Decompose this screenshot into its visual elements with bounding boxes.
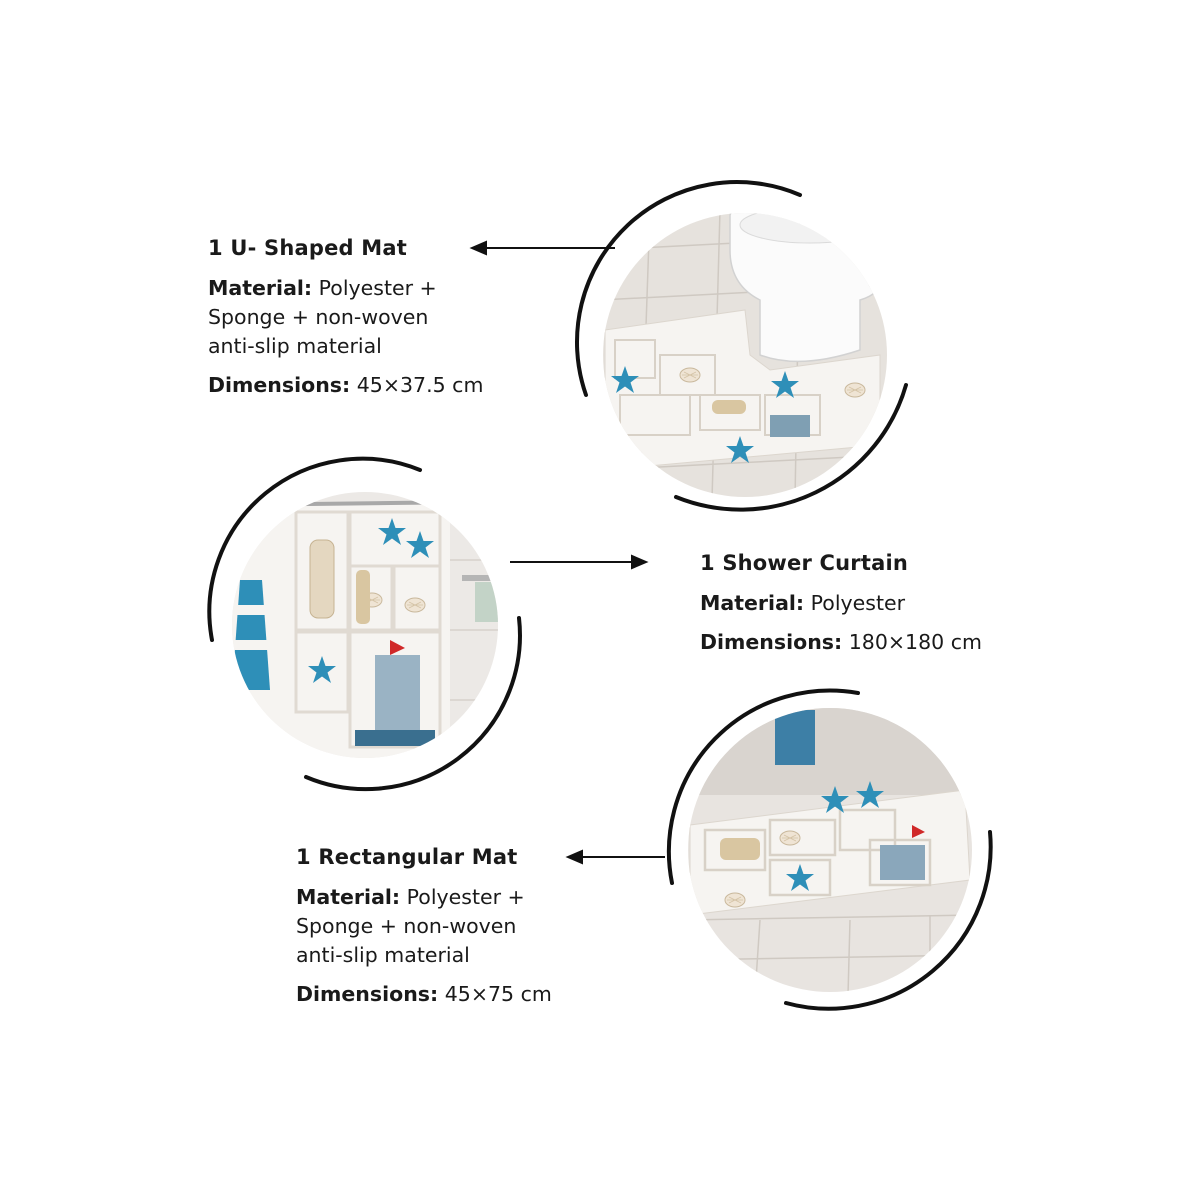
material-value-line: anti-slip material [296, 943, 470, 967]
ring-arc-3-outer [666, 688, 860, 885]
dimensions-label: Dimensions: [296, 982, 439, 1006]
shower-curtain-photo [232, 492, 498, 758]
product-rectangular-mat: 1 Rectangular Mat Material: Polyester + … [296, 845, 552, 1009]
product-title: 1 U- Shaped Mat [208, 236, 407, 260]
dimensions-label: Dimensions: [208, 373, 351, 397]
dimensions-label: Dimensions: [700, 630, 843, 654]
product-shower-curtain: 1 Shower Curtain Material: Polyester Dim… [700, 551, 982, 657]
dimensions-value: 180×180 cm [848, 630, 982, 654]
material-line: Material: Polyester + [296, 883, 552, 912]
u-shaped-mat-photo [603, 213, 887, 497]
ring-arc-2-outer [207, 456, 422, 642]
material-label: Material: [700, 591, 805, 615]
material-line: Material: Polyester [700, 589, 982, 618]
product-title: 1 Rectangular Mat [296, 845, 518, 869]
ring-arc-1-outer [575, 180, 802, 397]
material-label: Material: [208, 276, 313, 300]
dimensions-line: Dimensions: 180×180 cm [700, 628, 982, 657]
ring-arc-1-inner [674, 383, 908, 512]
dimensions-line: Dimensions: 45×37.5 cm [208, 371, 483, 400]
ring-arc-2-inner [304, 616, 522, 792]
material-line: Material: Polyester + [208, 274, 483, 303]
dimensions-value: 45×37.5 cm [356, 373, 484, 397]
material-value: Polyester + [318, 276, 437, 300]
material-value: Polyester + [406, 885, 525, 909]
dimensions-value: 45×75 cm [444, 982, 552, 1006]
material-value-line: Sponge + non-woven [296, 914, 517, 938]
ring-arc-3-inner [784, 830, 993, 1011]
product-title: 1 Shower Curtain [700, 551, 909, 575]
dimensions-line: Dimensions: 45×75 cm [296, 980, 552, 1009]
material-label: Material: [296, 885, 401, 909]
material-value-line: anti-slip material [208, 334, 382, 358]
rectangular-mat-photo [688, 708, 972, 992]
product-u-shaped-mat: 1 U- Shaped Mat Material: Polyester + Sp… [208, 236, 483, 400]
material-value: Polyester [810, 591, 906, 615]
material-value-line: Sponge + non-woven [208, 305, 429, 329]
